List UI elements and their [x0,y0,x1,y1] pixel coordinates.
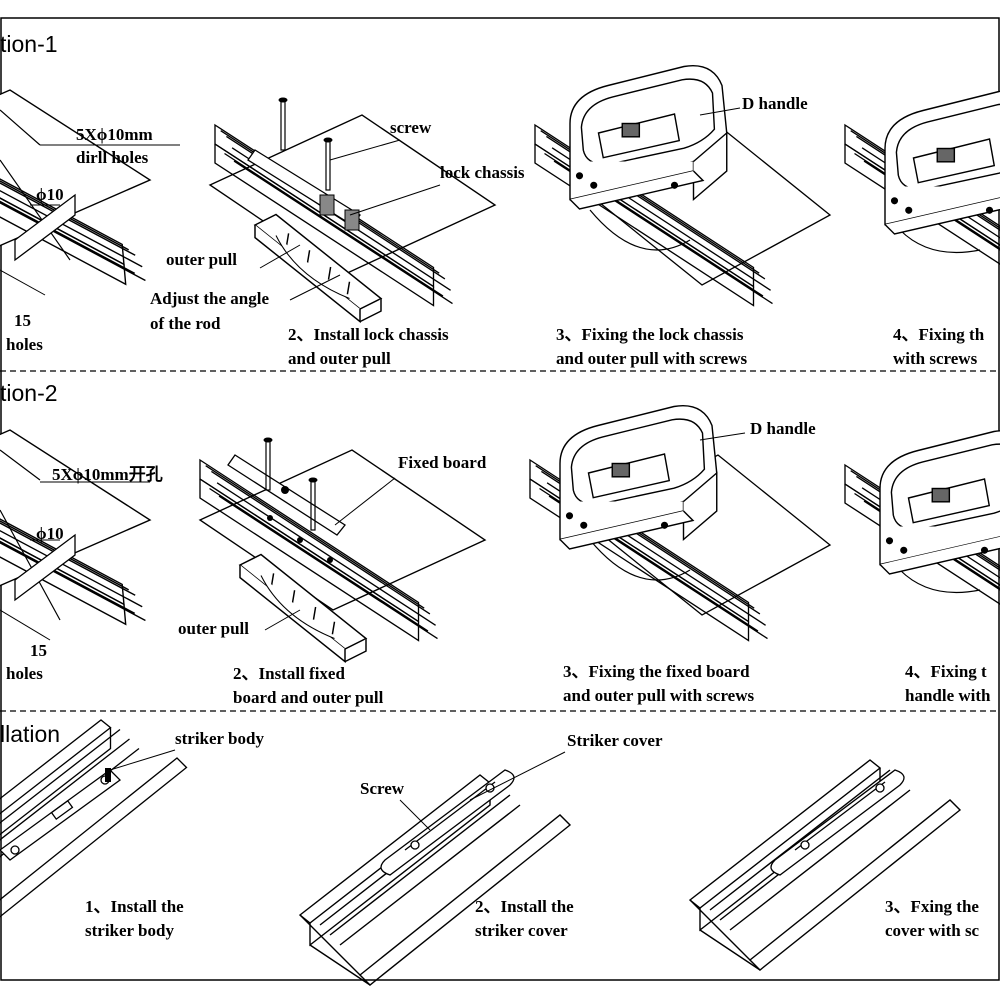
row1-fixing-illustration [534,64,831,307]
r1p1-drill-label-2: dirll holes [76,148,149,167]
r2p1-drill-label: 5Xϕ10mm开孔 [52,465,163,484]
r2p1-dim-label: 15 [30,641,47,660]
r1p2-angle-label-2: of the rod [150,314,221,333]
r1p2-pull-label: outer pull [166,250,238,269]
r1p1-dim-label: 15 [14,311,31,330]
section-title-1: tion-1 [0,31,58,57]
row1-drill-illustration [0,89,180,305]
row3-striker-cover-illustration [299,751,571,986]
row1-handle-illustration [844,89,1000,307]
row2-fixing-illustration [529,404,831,642]
row2-drill-illustration [0,429,151,645]
r1p1-phi-label: ϕ10 [36,185,64,204]
row1-lock-chassis-illustration [209,97,496,323]
r3p1-striker-label: striker body [175,729,264,748]
section-title-3: llation [0,721,61,747]
r1p2-angle-label-1: Adjust the angle [150,289,270,308]
row2-fixed-board-illustration [199,437,486,663]
r1p2-screw-label: screw [390,118,432,137]
r3p2-screw-label: Screw [360,779,405,798]
r2p1-phi-label: ϕ10 [36,524,64,543]
r2p2-pull-label: outer pull [178,619,250,638]
r1p1-drill-label: 5Xϕ10mm [76,125,153,144]
section-title-2: tion-2 [0,380,58,406]
r2p2-board-label: Fixed board [398,453,487,472]
r1p2-chassis-label: lock chassis [440,163,525,182]
row2-handle-illustration [844,429,1000,647]
r2p3-handle-label: D handle [750,419,816,438]
r2p1-caption: holes [6,664,43,683]
r3p2-cover-label: Striker cover [567,731,663,750]
row3-striker-body-illustration [0,719,188,921]
r1p1-caption: holes [6,335,43,354]
r1p3-handle-label: D handle [742,94,808,113]
